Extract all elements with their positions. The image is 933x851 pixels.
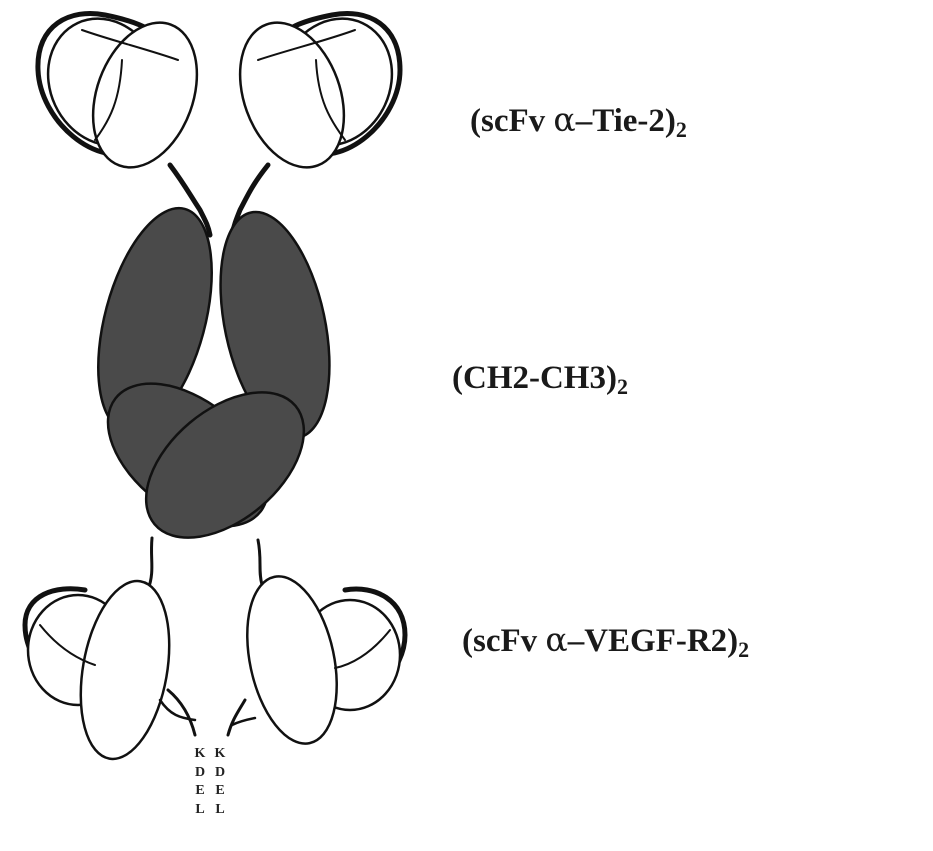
kdel-right-l: L bbox=[213, 801, 227, 820]
label-tie2-prefix: (scFv bbox=[470, 103, 553, 139]
ch-domains bbox=[77, 196, 348, 566]
label-vegf-greek: α bbox=[545, 620, 567, 659]
label-vegf-prefix: (scFv bbox=[462, 623, 545, 659]
scfv-tie2-right bbox=[221, 0, 412, 235]
kdel-right-d: D bbox=[213, 764, 227, 783]
kdel-right-e: E bbox=[213, 782, 227, 801]
kdel-sequence-left: K D E L bbox=[193, 745, 207, 819]
scfv-tie2-left bbox=[28, 0, 216, 235]
label-tie2-greek: α bbox=[553, 100, 575, 139]
kdel-right-k: K bbox=[213, 745, 227, 764]
kdel-left-l: L bbox=[193, 801, 207, 820]
label-ch-subscript: 2 bbox=[617, 374, 628, 399]
label-tie2-subscript: 2 bbox=[676, 117, 687, 142]
label-scfv-tie2: (scFv α–Tie-2)2 bbox=[470, 100, 687, 140]
scfv-vegf-right bbox=[228, 568, 405, 752]
kdel-left-e: E bbox=[193, 782, 207, 801]
kdel-sequence-right: K D E L bbox=[213, 745, 227, 819]
kdel-left-k: K bbox=[193, 745, 207, 764]
kdel-left-d: D bbox=[193, 764, 207, 783]
label-vegf-subscript: 2 bbox=[738, 637, 749, 662]
label-vegf-suffix: –VEGF-R2) bbox=[568, 623, 738, 659]
label-ch-prefix: (CH2-CH3) bbox=[452, 360, 617, 396]
scfv-vegf-left bbox=[25, 574, 195, 766]
scfv-vegf-right-domain-b bbox=[233, 568, 351, 752]
label-tie2-suffix: –Tie-2) bbox=[576, 103, 676, 139]
label-scfv-vegf-r2: (scFv α–VEGF-R2)2 bbox=[462, 620, 749, 660]
hinge-vegf-left bbox=[148, 538, 152, 590]
label-ch2-ch3: (CH2-CH3)2 bbox=[452, 360, 628, 397]
hinge-vegf-right bbox=[258, 540, 262, 585]
